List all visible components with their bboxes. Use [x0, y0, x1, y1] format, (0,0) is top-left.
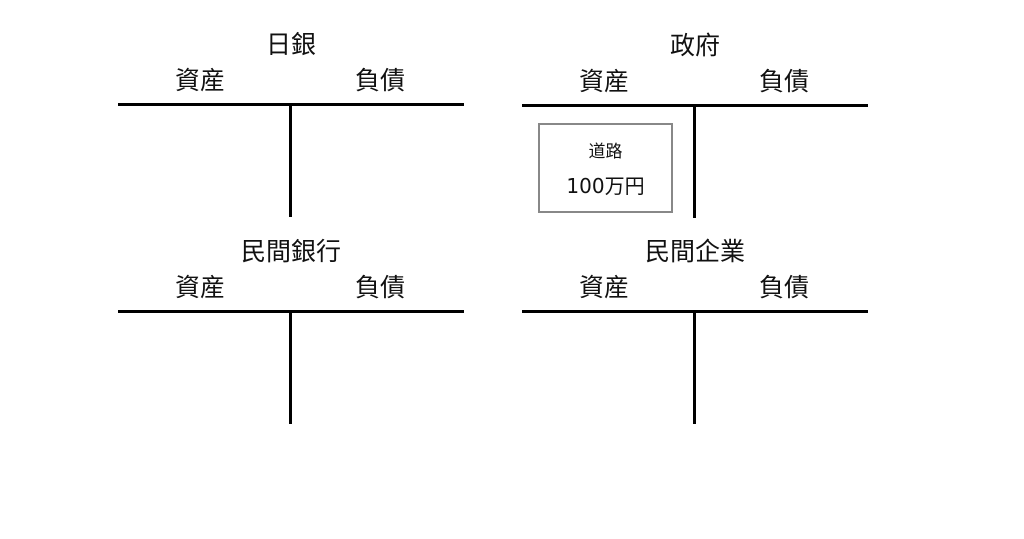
assets-label: 資産: [174, 273, 225, 302]
t-account-private-company: 民間企業 資産 負債: [522, 209, 868, 539]
asset-entry-item: 道路: [588, 142, 623, 162]
liabilities-label: 負債: [354, 273, 405, 302]
vertical-rule: [693, 310, 696, 424]
asset-entry-box: 道路 100万円: [538, 123, 673, 213]
vertical-rule: [693, 104, 696, 218]
t-account-private-bank: 民間銀行 資産 負債: [118, 209, 464, 539]
vertical-rule: [289, 310, 292, 424]
liabilities-label: 負債: [758, 67, 809, 96]
assets-label: 資産: [578, 273, 629, 302]
account-title: 民間銀行: [240, 237, 341, 266]
vertical-rule: [289, 103, 292, 217]
assets-label: 資産: [174, 66, 225, 95]
t-account-boj: 日銀 資産 負債: [118, 2, 464, 332]
account-title: 日銀: [265, 30, 316, 59]
t-account-government: 政府 資産 負債 道路 100万円: [522, 3, 868, 333]
account-title: 民間企業: [644, 237, 745, 266]
liabilities-label: 負債: [354, 66, 405, 95]
asset-entry-amount: 100万円: [566, 174, 645, 198]
assets-label: 資産: [578, 67, 629, 96]
liabilities-label: 負債: [758, 273, 809, 302]
account-title: 政府: [669, 31, 720, 60]
